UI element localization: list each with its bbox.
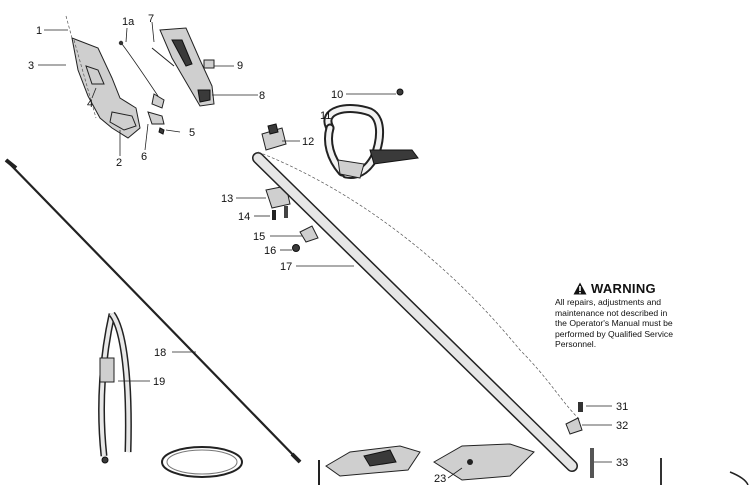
callout-31: 31 (616, 401, 628, 413)
callout-23: 23 (434, 473, 446, 485)
callout-1a: 1a (122, 16, 135, 28)
part-bracket-32 (565, 417, 583, 435)
part-corner-fragments (660, 458, 749, 485)
callout-11: 11 (320, 110, 331, 122)
leader-lines (38, 21, 612, 479)
warning-triangle-icon (573, 282, 587, 295)
warning-line: All repairs, adjustments and (555, 297, 662, 307)
part-guard (318, 445, 421, 485)
part-bolt-31 (578, 402, 583, 412)
callout-2: 2 (116, 157, 122, 169)
callout-19: 19 (153, 376, 165, 388)
callout-15: 15 (253, 231, 265, 243)
part-clamp-12 (261, 123, 287, 151)
warning-line: the Operator's Manual must be (555, 318, 673, 329)
callout-18: 18 (154, 347, 166, 359)
warning-heading: WARNING (573, 281, 730, 296)
part-screw-5 (158, 127, 165, 135)
warning-notice: WARNING All repairs, adjustments and mai… (555, 281, 730, 350)
callout-5: 5 (189, 127, 195, 139)
callout-13: 13 (221, 193, 233, 205)
callout-10: 10 (331, 89, 343, 101)
part-shoulder-strap (98, 311, 132, 464)
callout-3: 3 (28, 60, 34, 72)
callout-12: 12 (302, 136, 314, 148)
part-housing-cover (65, 15, 141, 139)
callout-9: 9 (237, 60, 243, 72)
warning-line: Personnel. (555, 339, 597, 350)
callouts: 1 1a 7 3 9 8 4 10 11 5 12 6 2 13 14 15 1… (28, 13, 628, 485)
warning-text: All repairs, adjustments and maintenance… (555, 297, 730, 350)
part-nut-16 (292, 244, 300, 252)
part-screw-10 (396, 88, 404, 96)
warning-title: WARNING (591, 281, 656, 296)
part-loop-handle (323, 104, 419, 179)
warning-line: maintenance not described in (555, 307, 668, 318)
part-connector-6 (147, 111, 165, 125)
part-bolt-14 (272, 206, 288, 220)
part-trimmer-ring (161, 446, 243, 478)
callout-32: 32 (616, 420, 628, 432)
part-spring-9 (203, 59, 215, 69)
callout-16: 16 (264, 245, 276, 257)
part-drive-shaft (4, 158, 302, 464)
callout-8: 8 (259, 90, 265, 102)
callout-1: 1 (36, 25, 42, 37)
callout-14: 14 (238, 211, 250, 223)
part-throttle-handle (151, 27, 215, 107)
part-blade-23 (433, 443, 535, 481)
callout-7: 7 (148, 13, 154, 25)
callout-17: 17 (280, 261, 292, 273)
callout-33: 33 (616, 457, 628, 469)
part-rod-33 (590, 448, 594, 478)
warning-line: performed by Qualified Service (555, 328, 673, 339)
callout-4: 4 (87, 98, 93, 110)
part-cable-1a (118, 40, 165, 109)
part-knob-15 (299, 225, 319, 243)
part-drive-tube (252, 151, 581, 472)
callout-6: 6 (141, 151, 147, 163)
